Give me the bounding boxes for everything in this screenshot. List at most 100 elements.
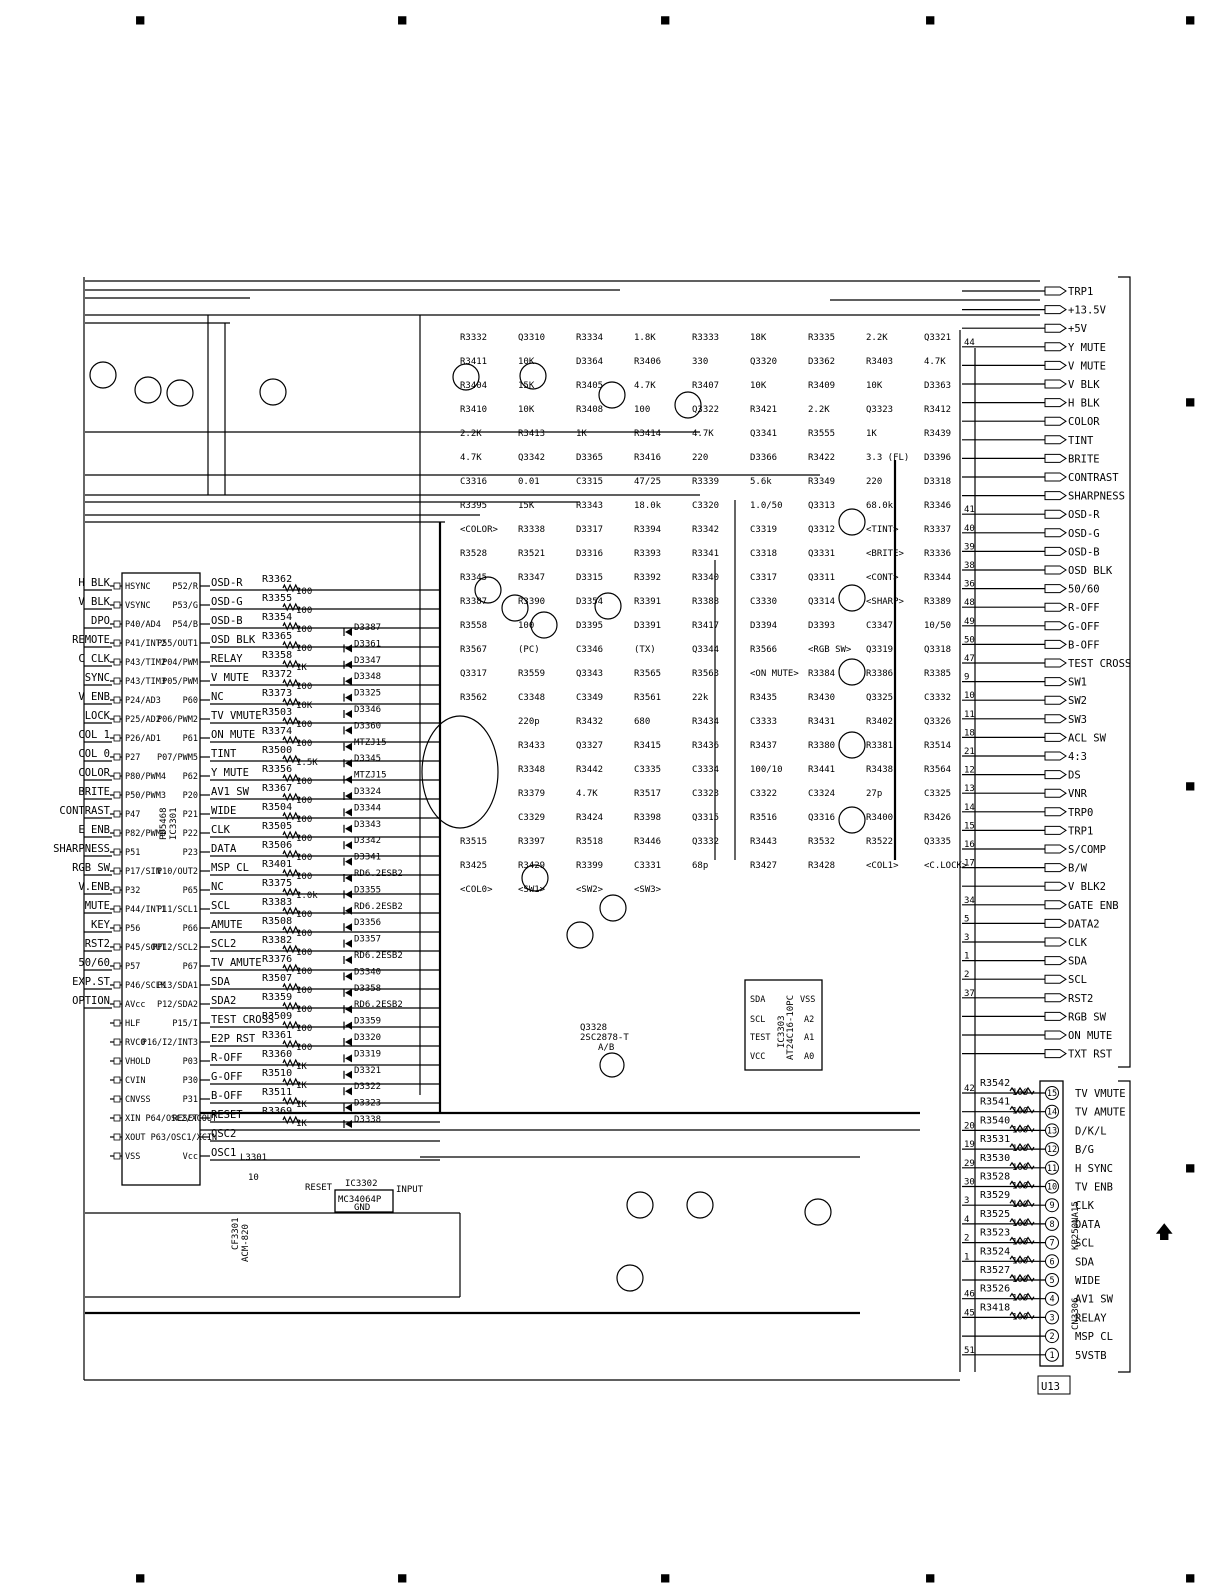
diode-symbol	[345, 1120, 352, 1128]
ic3301-right-signal: OSC2	[211, 1128, 236, 1140]
ic3301-left-pin: XIN P64/OSC2/XCOUT	[125, 1114, 217, 1124]
diode-symbol	[345, 890, 352, 899]
pin-pad	[113, 1095, 121, 1103]
ic3301-right-signal: AMUTE	[211, 919, 243, 931]
component-label: Q3316	[808, 813, 835, 823]
ic3301-right-signal: ON MUTE	[211, 729, 255, 741]
ic3301-left-pin: P27	[125, 753, 140, 763]
diode-symbol	[345, 808, 352, 817]
component-label: Q3342	[518, 453, 545, 463]
component-label: R3417	[692, 621, 719, 631]
diode-label: D3348	[354, 672, 381, 682]
pin-pad	[113, 1057, 121, 1065]
component-label: R3518	[576, 837, 603, 847]
connector-signal: R-OFF	[1068, 602, 1100, 614]
resistor-ref: R3373	[262, 688, 292, 699]
resistor-symbol	[1009, 1217, 1035, 1226]
ic3303-pin-sda: SDA	[750, 995, 765, 1005]
component-label: 10K	[866, 381, 883, 391]
ic3301-right-signal: OSD-G	[211, 596, 243, 608]
ic3301-right-pin: P61	[183, 734, 198, 744]
reg-mark-bottom-2: ■	[398, 1570, 407, 1585]
component-label: D3363	[924, 381, 951, 391]
component-label: 330	[692, 357, 708, 367]
ic3301-right-pin: P07/PWM5	[157, 753, 198, 763]
ic3301-right-pin: P05/PWM	[162, 677, 198, 687]
transistor-symbol	[626, 1191, 654, 1219]
connector-arrow	[1044, 732, 1067, 742]
connector-net-number: 38	[964, 561, 975, 571]
cn3306-signal: MSP CL	[1075, 1331, 1113, 1343]
component-label: <SW2>	[576, 885, 604, 895]
connector-arrow	[1044, 807, 1067, 817]
ic3301-right-pin: P06/PWM2	[157, 715, 198, 725]
connector-arrow	[1044, 844, 1067, 854]
resistor-symbol	[1009, 1255, 1035, 1264]
cn3306-part: KP250NA15	[1071, 1201, 1081, 1250]
cn3306-signal: CLK	[1075, 1200, 1095, 1212]
ic3301-right-signal: Y MUTE	[211, 767, 249, 779]
ic3301-right-pin: P03	[183, 1057, 198, 1067]
connector-net-number: 36	[964, 580, 975, 590]
component-label: R3521	[518, 549, 545, 559]
component-label: C3320	[692, 501, 719, 511]
connector-signal: B/W	[1068, 863, 1088, 875]
component-label: R3436	[692, 741, 719, 751]
component-label: R3404	[460, 381, 487, 391]
resistor-symbol	[282, 887, 301, 897]
resistor-symbol	[1009, 1292, 1035, 1301]
connector-net-number: 21	[964, 747, 975, 757]
transistor-symbol	[166, 379, 194, 407]
component-label: R3344	[924, 573, 951, 583]
cn3306-signal: DATA	[1075, 1219, 1101, 1231]
reg-mark-right-1: ■	[1186, 394, 1195, 410]
ic3301-right-pin: P60	[183, 696, 198, 706]
l3301-ref: L3301	[240, 1153, 267, 1163]
cn3306-signal: TV VMUTE	[1075, 1088, 1126, 1100]
component-label: 1.0/50	[750, 501, 783, 511]
component-label: C3334	[692, 765, 719, 775]
resistor-symbol	[282, 1077, 301, 1087]
transistor-symbol	[674, 391, 702, 419]
ic3301-right-signal: TINT	[211, 748, 237, 760]
component-label: C3346	[576, 645, 603, 655]
component-label: R3428	[808, 861, 835, 871]
pin-pad	[113, 829, 121, 837]
ic3301-right-pin: P54/B	[172, 620, 198, 630]
component-label: R3427	[750, 861, 777, 871]
resistor-ref: R3360	[262, 1049, 292, 1060]
cn3306-net-number: 3	[964, 1196, 969, 1206]
component-label: D3365	[576, 453, 603, 463]
resistor-symbol	[282, 716, 301, 726]
connector-arrow	[1044, 398, 1067, 408]
connector-net-number: 16	[964, 840, 975, 850]
component-label: R3393	[634, 549, 661, 559]
resistor-ref: R3504	[262, 802, 292, 813]
component-label: Q3315	[692, 813, 719, 823]
pin-pad	[113, 1152, 121, 1160]
ic3301-right-signal: DATA	[211, 843, 237, 855]
cn3306-signal: TV AMUTE	[1075, 1107, 1126, 1119]
cn3306-pin-number: 6	[1049, 1257, 1054, 1267]
ic3301-left-signal: E ENB	[78, 824, 110, 836]
cn3306-resistor-value: 100	[1012, 1219, 1028, 1229]
connector-net-number: 50	[964, 635, 975, 645]
ic3301-left-pin: P46/SCLK	[125, 981, 167, 991]
component-label: R3341	[692, 549, 719, 559]
connector-arrow	[1044, 937, 1067, 947]
cn3306-pin-circle	[1045, 1160, 1059, 1175]
ic3301-part: PD5468	[159, 807, 169, 840]
ic3303-pin-test: TEST	[750, 1033, 770, 1043]
component-label: R3422	[808, 453, 835, 463]
component-label: D3396	[924, 453, 951, 463]
component-label: R3385	[924, 669, 951, 679]
ic3303-eeprom: IC3303 AT24C16-10PC SDA SCL TEST VCC VSS…	[744, 979, 823, 1071]
component-label: R3411	[460, 357, 487, 367]
ic3301-right-signal: V MUTE	[211, 672, 249, 684]
cn3306-pin-number: 5	[1049, 1276, 1054, 1286]
connector-arrow	[1044, 825, 1067, 835]
ic3301-left-pin: P80/PWM4	[125, 772, 166, 782]
cn3306-pin-circle	[1045, 1123, 1059, 1138]
resistor-symbol	[282, 868, 301, 878]
